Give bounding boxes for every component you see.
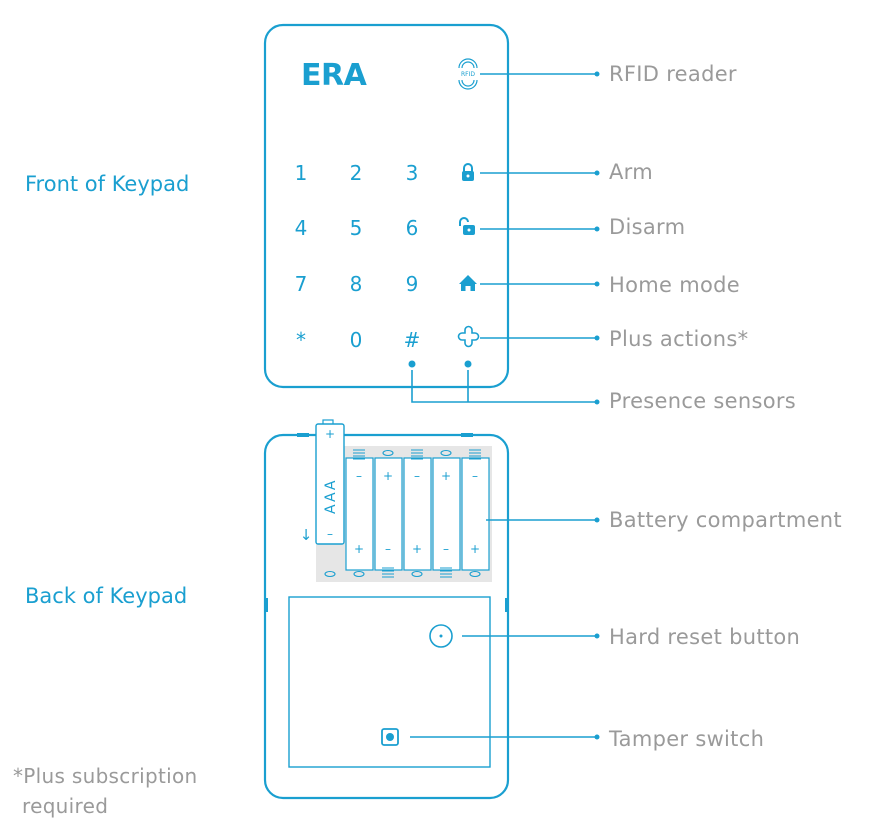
home-icon[interactable] — [459, 275, 477, 291]
front-keypad-body — [263, 23, 510, 389]
clip-left — [297, 433, 309, 437]
back-panel — [288, 596, 491, 768]
back-of-keypad-label: Back of Keypad — [25, 584, 188, 608]
polarity-plus-5: + — [441, 469, 451, 483]
key-5[interactable]: 5 — [350, 216, 363, 240]
footnote: *Plus subscription required — [13, 761, 197, 821]
polarity-minus-4: – — [414, 469, 420, 483]
polarity-minus-5b: – — [443, 542, 449, 556]
rfid-mark: RFID — [461, 71, 475, 78]
lock-open-icon[interactable] — [459, 217, 475, 235]
footnote-line-2: required — [22, 794, 109, 818]
insert-arrow: ↓ — [300, 526, 313, 544]
back-callout-dots — [594, 517, 600, 740]
polarity-plus-6b: + — [470, 542, 480, 556]
side-notch-right — [505, 598, 509, 612]
key-7[interactable]: 7 — [295, 272, 308, 296]
key-3[interactable]: 3 — [406, 161, 419, 185]
callout-home-mode: Home mode — [609, 273, 740, 297]
aaa-battery: AAA — [315, 419, 345, 545]
polarity-minus-3b: – — [385, 542, 391, 556]
aaa-label: AAA — [323, 478, 339, 514]
key-8[interactable]: 8 — [350, 272, 363, 296]
callout-tamper-switch: Tamper switch — [609, 727, 765, 751]
callout-disarm: Disarm — [609, 215, 686, 239]
hard-reset-button[interactable] — [429, 624, 453, 648]
key-1[interactable]: 1 — [295, 161, 308, 185]
front-callout-lines — [411, 73, 597, 403]
callout-rfid-reader: RFID reader — [609, 62, 737, 86]
presence-sensor-right — [464, 360, 472, 368]
footnote-line-1: *Plus subscription — [13, 764, 198, 788]
key-9[interactable]: 9 — [406, 272, 419, 296]
polarity-minus-6: – — [472, 469, 478, 483]
era-logo: ERA — [301, 58, 368, 93]
battery-compartment — [316, 446, 492, 582]
key-4[interactable]: 4 — [295, 216, 308, 240]
key-0[interactable]: 0 — [350, 328, 363, 352]
rfid-icon: RFID — [458, 58, 478, 90]
side-notch-left — [264, 598, 268, 612]
polarity-minus-2: – — [356, 469, 362, 483]
lock-closed-icon[interactable] — [462, 163, 474, 181]
back-keypad-body — [263, 433, 510, 800]
key-6[interactable]: 6 — [406, 216, 419, 240]
presence-sensor-left — [408, 360, 416, 368]
battery-plus-sign: + — [325, 427, 335, 441]
key-hash[interactable]: # — [404, 328, 421, 352]
callout-hard-reset-button: Hard reset button — [609, 625, 801, 649]
clip-right — [461, 433, 473, 437]
polarity-plus-3: + — [383, 469, 393, 483]
clover-icon[interactable] — [457, 325, 480, 348]
callout-arm: Arm — [609, 160, 653, 184]
callout-presence-sensors: Presence sensors — [609, 389, 797, 413]
tamper-switch[interactable] — [381, 728, 399, 746]
callout-plus-actions: Plus actions* — [609, 327, 749, 351]
front-of-keypad-label: Front of Keypad — [25, 172, 190, 196]
polarity-plus-4b: + — [412, 542, 422, 556]
key-star[interactable]: * — [296, 328, 306, 352]
battery-minus-sign: – — [327, 527, 333, 541]
callout-battery-compartment: Battery compartment — [609, 508, 842, 532]
front-callout-dots — [594, 71, 600, 405]
key-2[interactable]: 2 — [350, 161, 363, 185]
polarity-plus-2b: + — [354, 542, 364, 556]
back-callout-lines — [410, 519, 597, 738]
